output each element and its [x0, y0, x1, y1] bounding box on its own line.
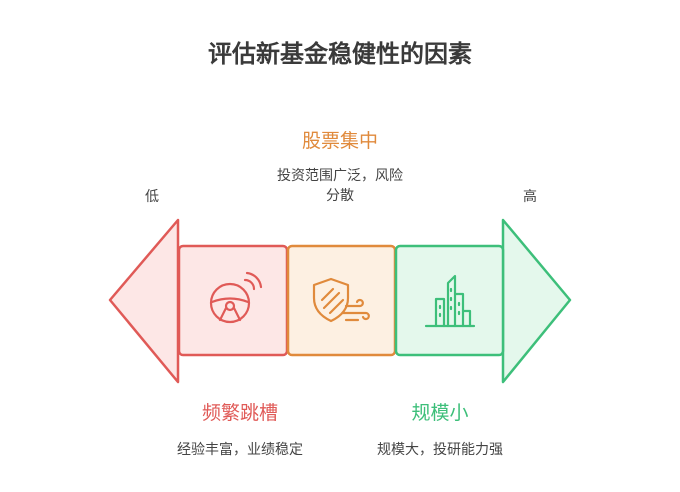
axis-label-low: 低 [145, 189, 159, 205]
factor-heading-job-hopping: 频繁跳槽 [201, 402, 278, 424]
factor-heading-small-scale: 规模小 [411, 402, 469, 424]
right-arrow-head [501, 218, 572, 384]
city-buildings-icon [424, 274, 476, 328]
description-line: 投资范围广泛，风险 [277, 168, 403, 184]
shield-wind-icon [312, 277, 370, 323]
factor-heading-stock-concentration: 股票集中 [301, 130, 378, 152]
factor-description-stock-concentration: 投资范围广泛，风险 分散 [240, 166, 440, 206]
factor-box-small-scale [394, 244, 505, 357]
steering-wheel-icon [209, 271, 263, 324]
description-line: 分散 [326, 188, 354, 204]
left-arrow-head [108, 218, 180, 384]
factor-box-job-hopping [177, 244, 289, 357]
factor-description-job-hopping: 经验丰富，业绩稳定 [177, 442, 303, 458]
factor-description-small-scale: 规模大，投研能力强 [377, 442, 503, 458]
page-title: 评估新基金稳健性的因素 [208, 40, 472, 68]
axis-label-high: 高 [523, 189, 537, 205]
